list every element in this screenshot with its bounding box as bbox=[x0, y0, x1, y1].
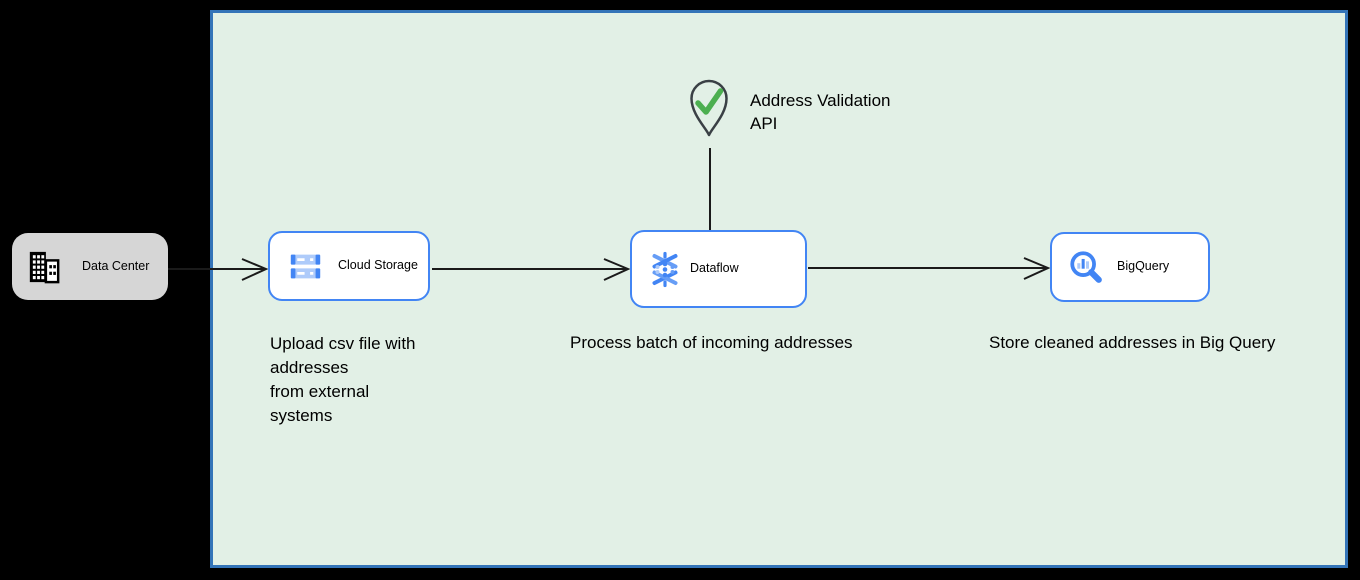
cloud-storage-icon bbox=[290, 254, 321, 278]
annotation-address-validation-api: Address Validation API bbox=[750, 91, 891, 133]
dataflow-icon bbox=[652, 251, 678, 287]
node-label-data-center: Data Center bbox=[82, 258, 150, 273]
caption-dataflow: Process batch of incoming addresses bbox=[570, 333, 853, 352]
pin-check-icon bbox=[690, 79, 728, 137]
caption-cloud-storage: Upload csv file with addresses from exte… bbox=[270, 334, 416, 425]
node-data-center: Data Center bbox=[12, 233, 168, 300]
caption-bigquery: Store cleaned addresses in Big Query bbox=[989, 333, 1276, 352]
node-bigquery: BigQuery bbox=[1050, 232, 1210, 302]
node-label-dataflow: Dataflow bbox=[690, 261, 739, 276]
building-icon bbox=[29, 251, 60, 283]
bigquery-icon bbox=[1070, 251, 1102, 283]
node-label-cloud-storage: Cloud Storage bbox=[338, 258, 418, 273]
node-label-bigquery: BigQuery bbox=[1117, 259, 1170, 274]
node-cloud-storage: Cloud Storage bbox=[268, 231, 430, 301]
node-dataflow: Dataflow bbox=[630, 230, 807, 308]
